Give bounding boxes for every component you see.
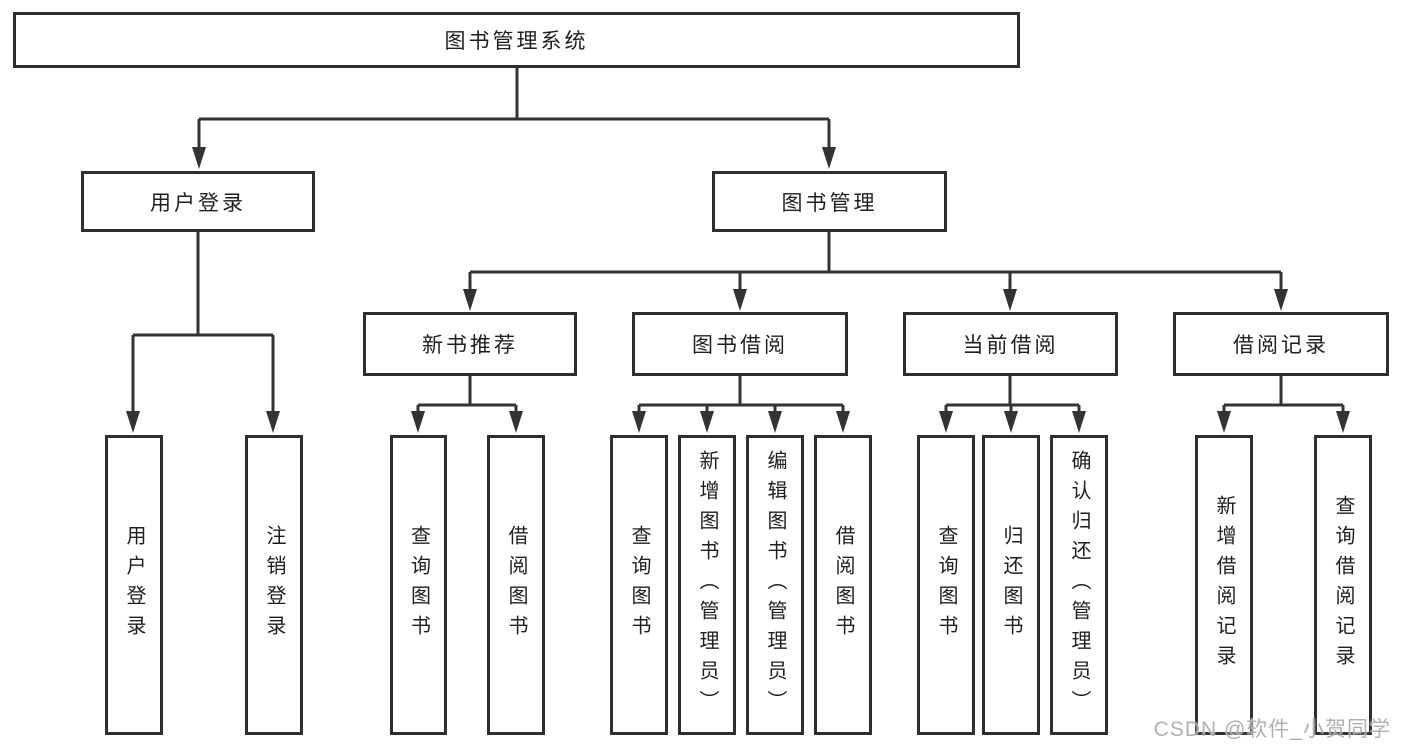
csdn-watermark: CSDN @软件_小贺同学 <box>1153 718 1391 741</box>
node-current-borrowing-label: 当前借阅 <box>962 334 1059 357</box>
node-confirm-return-admin-label: 确认归还（管理员） <box>1068 450 1090 720</box>
node-new-book-recommendation-label: 新书推荐 <box>422 334 518 357</box>
arrowheads <box>126 147 1350 433</box>
node-query-books-borrowing: 查询图书 <box>610 435 668 735</box>
node-query-books-borrowing-label: 查询图书 <box>628 525 650 645</box>
node-borrow-books-recommend-label: 借阅图书 <box>505 525 527 645</box>
node-library-system: 图书管理系统 <box>13 12 1020 68</box>
node-user-login-action: 用户登录 <box>105 435 163 735</box>
node-query-books-recommend: 查询图书 <box>390 435 447 735</box>
node-borrowing-records-label: 借阅记录 <box>1233 334 1329 357</box>
node-book-borrowing: 图书借阅 <box>632 312 848 376</box>
node-return-books: 归还图书 <box>982 435 1040 735</box>
node-logout: 注销登录 <box>245 435 303 735</box>
node-edit-books-admin: 编辑图书（管理员） <box>746 435 804 735</box>
node-query-books-current: 查询图书 <box>917 435 975 735</box>
node-query-books-current-label: 查询图书 <box>935 525 957 645</box>
node-query-borrow-record: 查询借阅记录 <box>1314 435 1372 735</box>
node-edit-books-admin-label: 编辑图书（管理员） <box>764 450 786 720</box>
node-new-book-recommendation: 新书推荐 <box>363 312 577 376</box>
node-user-login: 用户登录 <box>81 171 315 232</box>
node-add-books-admin: 新增图书（管理员） <box>678 435 736 735</box>
node-add-books-admin-label: 新增图书（管理员） <box>696 450 718 720</box>
node-borrow-books-borrowing-label: 借阅图书 <box>832 525 854 645</box>
node-add-borrow-record-label: 新增借阅记录 <box>1213 495 1235 675</box>
node-confirm-return-admin: 确认归还（管理员） <box>1050 435 1108 735</box>
node-query-borrow-record-label: 查询借阅记录 <box>1332 495 1354 675</box>
node-book-management-label: 图书管理 <box>781 191 878 215</box>
node-borrow-books-recommend: 借阅图书 <box>487 435 545 735</box>
node-return-books-label: 归还图书 <box>1000 525 1022 645</box>
node-book-borrowing-label: 图书借阅 <box>692 334 788 357</box>
node-user-login-action-label: 用户登录 <box>123 525 145 645</box>
node-borrowing-records: 借阅记录 <box>1173 312 1389 376</box>
node-current-borrowing: 当前借阅 <box>903 312 1118 376</box>
node-query-books-recommend-label: 查询图书 <box>407 525 430 645</box>
node-book-management: 图书管理 <box>712 171 947 232</box>
node-library-system-label: 图书管理系统 <box>444 30 589 53</box>
node-borrow-books-borrowing: 借阅图书 <box>814 435 872 735</box>
node-logout-label: 注销登录 <box>263 525 285 645</box>
node-user-login-label: 用户登录 <box>150 191 246 215</box>
node-add-borrow-record: 新增借阅记录 <box>1195 435 1253 735</box>
